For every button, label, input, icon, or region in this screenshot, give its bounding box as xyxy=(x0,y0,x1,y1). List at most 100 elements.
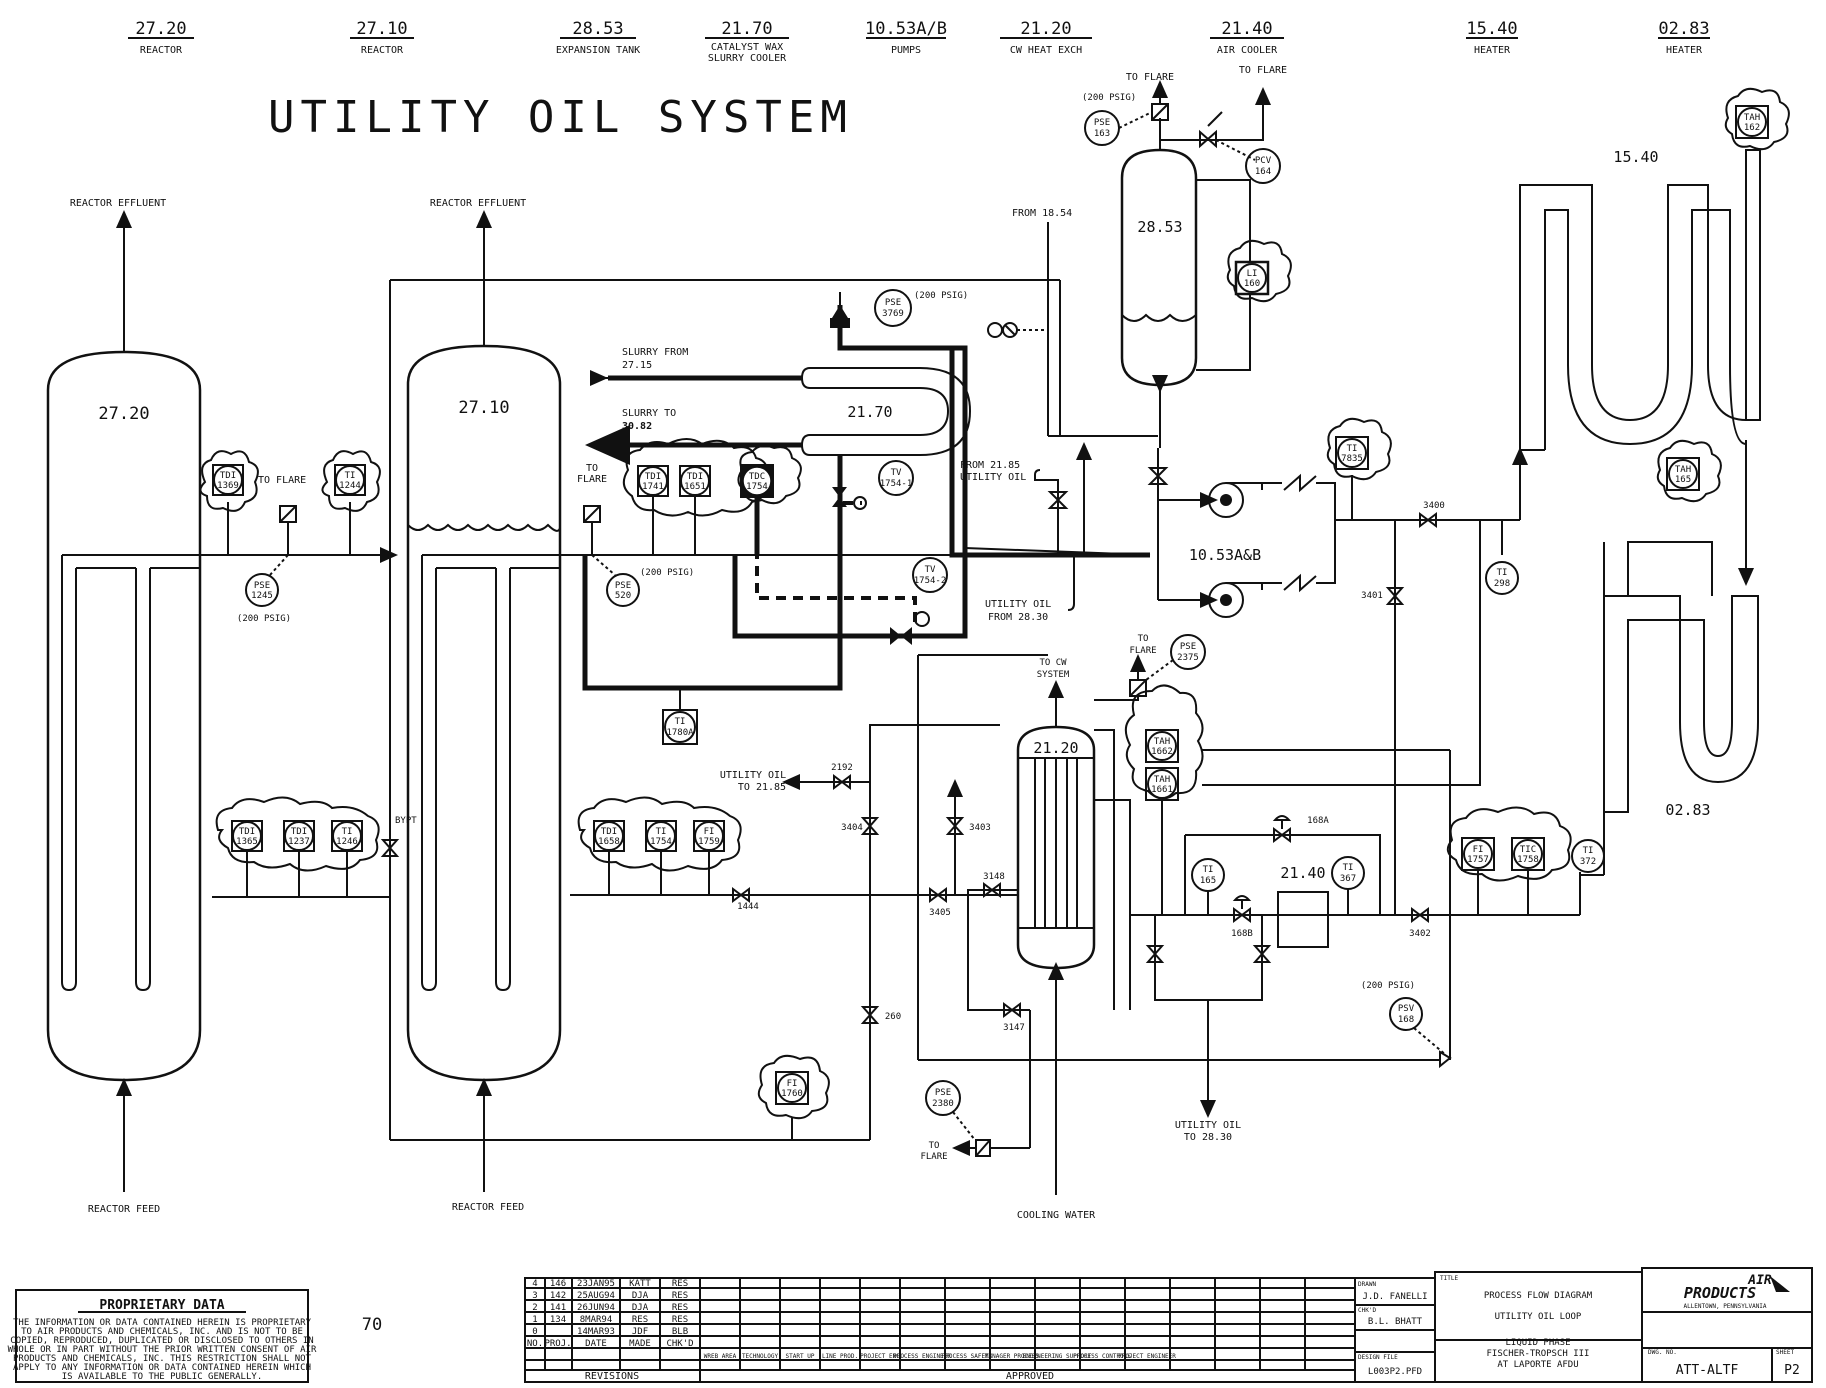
valve-168b: 168B xyxy=(1231,895,1253,939)
svg-text:1244: 1244 xyxy=(339,481,361,491)
valve-168a: 168A xyxy=(1272,815,1329,843)
header-item-10-53: 10.53A/B PUMPS xyxy=(865,19,947,56)
svg-text:ATT-ALTF: ATT-ALTF xyxy=(1676,1363,1739,1378)
svg-text:RES: RES xyxy=(672,1291,688,1301)
valve-260: 260 xyxy=(860,1006,901,1024)
svg-text:UTILITY OIL LOOP: UTILITY OIL LOOP xyxy=(1495,1312,1582,1322)
svg-text:APPLY TO ANY INFORMATION OR DA: APPLY TO ANY INFORMATION OR DATA CONTAIN… xyxy=(13,1363,311,1373)
svg-text:MADE: MADE xyxy=(629,1339,651,1349)
svg-text:WHOLE OR IN PART WITHOUT THE P: WHOLE OR IN PART WITHOUT THE PRIOR WRITT… xyxy=(8,1345,317,1355)
slurry-to-label: SLURRY TO xyxy=(622,408,676,419)
svg-text:TDI: TDI xyxy=(291,827,307,837)
svg-text:REVISIONS: REVISIONS xyxy=(585,1371,639,1382)
svg-text:(200 PSIG): (200 PSIG) xyxy=(1082,93,1136,103)
svg-text:21.40: 21.40 xyxy=(1280,864,1325,882)
svg-text:141: 141 xyxy=(550,1303,566,1313)
svg-text:8MAR94: 8MAR94 xyxy=(580,1315,613,1325)
svg-text:21.70: 21.70 xyxy=(847,403,892,421)
svg-text:TV: TV xyxy=(891,468,902,478)
svg-text:165: 165 xyxy=(1675,475,1691,485)
company-logo-block: AIR PRODUCTS ALLENTOWN, PENNSYLVANIA DWG… xyxy=(1641,1267,1813,1383)
sight-glass xyxy=(987,322,1048,338)
svg-text:TO AIR PRODUCTS AND CHEMICALS,: TO AIR PRODUCTS AND CHEMICALS, INC. AND … xyxy=(21,1327,303,1337)
tdc-1754-bubble: TDC 1754 xyxy=(737,444,802,505)
svg-text:TO: TO xyxy=(586,463,598,474)
svg-text:15.40: 15.40 xyxy=(1613,148,1658,166)
tah-162-bubble: TAH 162 xyxy=(1724,87,1790,151)
svg-text:21.40: 21.40 xyxy=(1221,19,1272,39)
svg-text:1662: 1662 xyxy=(1151,747,1173,757)
svg-text:TI: TI xyxy=(342,827,353,837)
svg-text:TI: TI xyxy=(1347,444,1358,454)
header-item-27-20: 27.20 REACTOR xyxy=(128,19,194,56)
valve-3403: 3403 xyxy=(945,817,991,835)
svg-text:TAH: TAH xyxy=(1154,737,1170,747)
svg-text:142: 142 xyxy=(550,1291,566,1301)
svg-text:FLARE: FLARE xyxy=(1129,646,1156,656)
proprietary-box: PROPRIETARY DATA THE INFORMATION OR DATA… xyxy=(8,1289,317,1383)
to-cw-system-label: TO CW xyxy=(1039,658,1067,668)
svg-text:21.70: 21.70 xyxy=(721,19,772,39)
ti-1244-bubble: TI 1244 xyxy=(321,450,381,555)
svg-text:3: 3 xyxy=(532,1291,537,1301)
svg-text:FLARE: FLARE xyxy=(577,474,607,485)
svg-text:26JUN94: 26JUN94 xyxy=(577,1303,615,1313)
ti-7835-bubble: TI 7835 xyxy=(1326,417,1392,520)
uo-to-28-30-label: UTILITY OIL xyxy=(1175,1120,1241,1131)
flare-valve-27-10: TO FLARE xyxy=(577,463,616,576)
svg-text:DESIGN FILE: DESIGN FILE xyxy=(1358,1354,1398,1361)
svg-text:3147: 3147 xyxy=(1003,1023,1025,1033)
svg-text:15.40: 15.40 xyxy=(1466,19,1517,39)
svg-text:1369: 1369 xyxy=(217,481,239,491)
tah-165-bubble: TAH 165 xyxy=(1656,439,1722,503)
svg-text:L003P2.PFD: L003P2.PFD xyxy=(1368,1367,1422,1377)
cw-heat-exchanger-21-20: 21.20 xyxy=(1016,725,1096,970)
safety-valve-top xyxy=(830,292,850,328)
tv-1754-2: TV 1754-2 xyxy=(912,557,948,593)
svg-text:10.53A/B: 10.53A/B xyxy=(865,19,947,39)
valve-3402: 3402 xyxy=(1409,907,1431,939)
svg-text:FI: FI xyxy=(787,1079,798,1089)
air-cooler-21-40: 21.40 xyxy=(1277,864,1329,948)
svg-text:2380: 2380 xyxy=(932,1099,954,1109)
valve-1444: 1444 xyxy=(732,887,759,912)
svg-text:B.L. BHATT: B.L. BHATT xyxy=(1368,1317,1423,1327)
svg-text:REACTOR: REACTOR xyxy=(140,45,183,56)
svg-text:THE INFORMATION OR DATA CONTAI: THE INFORMATION OR DATA CONTAINED HEREIN… xyxy=(13,1318,312,1328)
svg-text:RES: RES xyxy=(632,1315,648,1325)
svg-text:260: 260 xyxy=(885,1012,901,1022)
svg-text:1757: 1757 xyxy=(1467,855,1489,865)
revisions-table: 4 146 23JAN95 KATT RES 3 142 25AUG94 DJA… xyxy=(524,1277,1356,1383)
svg-text:TDI: TDI xyxy=(239,827,255,837)
svg-text:JDF: JDF xyxy=(632,1327,648,1337)
header-item-21-20: 21.20 CW HEAT EXCH xyxy=(1000,19,1092,56)
svg-text:1780A: 1780A xyxy=(666,728,694,738)
svg-text:DRAWN: DRAWN xyxy=(1358,1281,1376,1288)
svg-text:AIR COOLER: AIR COOLER xyxy=(1217,45,1278,56)
svg-text:25AUG94: 25AUG94 xyxy=(577,1291,615,1301)
svg-text:3405: 3405 xyxy=(929,908,951,918)
ti-1780a: TI 1780A xyxy=(662,709,698,745)
svg-text:PSE: PSE xyxy=(1180,642,1196,652)
svg-text:1245: 1245 xyxy=(251,591,273,601)
svg-text:TECHNOLOGY: TECHNOLOGY xyxy=(742,1353,779,1360)
svg-text:TAH: TAH xyxy=(1154,775,1170,785)
svg-text:AIR: AIR xyxy=(1747,1273,1772,1288)
from-21-85-label: FROM 21.85 xyxy=(960,460,1020,471)
svg-text:TO: TO xyxy=(929,1141,940,1151)
svg-text:RES: RES xyxy=(672,1303,688,1313)
valve-3405: 3405 xyxy=(929,887,951,918)
from-21-85-label-2: UTILITY OIL xyxy=(960,472,1026,483)
svg-text:3401: 3401 xyxy=(1361,591,1383,601)
svg-text:KATT: KATT xyxy=(629,1279,651,1289)
svg-text:3400: 3400 xyxy=(1423,501,1445,511)
svg-text:ENGINEERING SUPPORT: ENGINEERING SUPPORT xyxy=(1023,1353,1092,1360)
svg-text:TITLE: TITLE xyxy=(1440,1275,1458,1282)
pumps-label: 10.53A&B xyxy=(1189,546,1261,564)
svg-text:TDI: TDI xyxy=(687,472,703,482)
svg-text:TIC: TIC xyxy=(1520,845,1536,855)
svg-text:1444: 1444 xyxy=(737,902,759,912)
flare-valve-cw: TO FLARE xyxy=(920,1010,1031,1162)
slurry-from-label-2: 27.15 xyxy=(622,360,652,371)
svg-text:168A: 168A xyxy=(1307,816,1329,826)
